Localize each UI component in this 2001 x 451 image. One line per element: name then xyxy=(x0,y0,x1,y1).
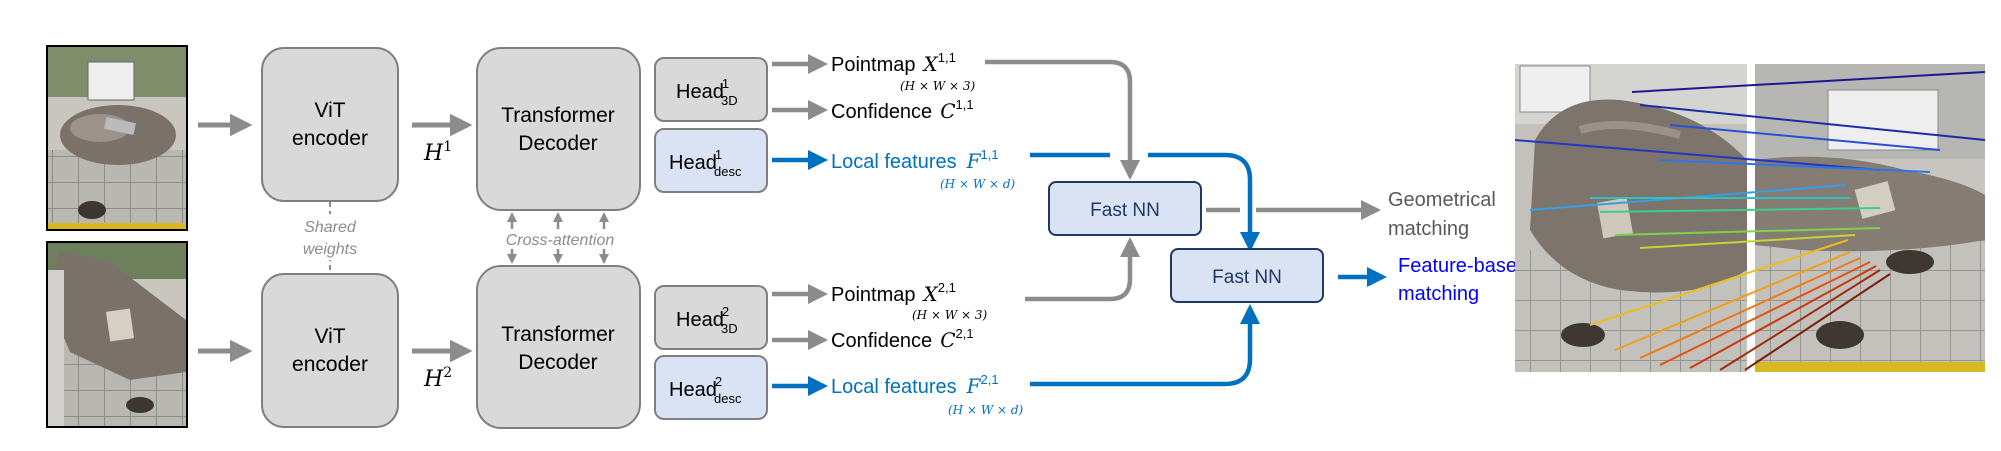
match-line xyxy=(1614,227,1881,236)
encoder-label-line2: encoder xyxy=(292,127,368,150)
match-line xyxy=(1614,251,1851,351)
fast-nn-box-2: Fast NN xyxy=(1170,248,1324,303)
shared-weights-label-line1: Shared xyxy=(304,219,357,236)
match-line xyxy=(1659,261,1871,366)
vit-encoder-top: ViT encoder xyxy=(261,47,399,202)
shared-weights-bg xyxy=(292,214,368,260)
svg-text:Transformer: Transformer xyxy=(501,104,615,127)
transformer-decoder-bottom: Transformer Decoder xyxy=(476,265,641,429)
matching-image-right xyxy=(1755,64,1985,372)
geometrical-matching-line2: matching xyxy=(1388,218,1469,240)
match-line xyxy=(1659,159,1931,173)
match-line xyxy=(1689,265,1877,369)
match-line xyxy=(1639,257,1861,359)
connector-local-top-nn2 xyxy=(1148,152,1261,253)
encoder-label-line1: ViT xyxy=(314,99,345,122)
svg-text:Fast NN: Fast NN xyxy=(1090,200,1160,221)
connector-pointmap-bottom-nn xyxy=(1025,236,1141,302)
pointmap-bottom-dims: (H × W × 3) xyxy=(912,308,987,322)
feature-matching-line1: Feature-based xyxy=(1398,255,1528,277)
fast-nn-box-1: Fast NN xyxy=(1048,181,1202,236)
match-line xyxy=(1631,71,1986,93)
local-features-bottom-dims: (H × W × d) xyxy=(948,403,1024,417)
match-lines xyxy=(1514,71,1986,371)
shared-weights-label-line2: weights xyxy=(303,241,357,258)
connector-local-bottom-nn2 xyxy=(1030,303,1261,387)
input-image-1 xyxy=(46,45,188,231)
svg-text:Decoder: Decoder xyxy=(518,132,597,155)
encoder-label-line1: ViT xyxy=(314,325,345,348)
cross-attention-label: Cross-attention xyxy=(506,232,615,249)
local-features-top-dims: (H × W × d) xyxy=(940,177,1016,191)
svg-text:Decoder: Decoder xyxy=(518,351,597,374)
svg-text:Fast NN: Fast NN xyxy=(1212,267,1282,288)
svg-text:Transformer: Transformer xyxy=(501,323,615,346)
match-line xyxy=(1639,234,1856,249)
match-line xyxy=(1639,104,1986,141)
match-line xyxy=(1599,207,1881,213)
connector-pointmap-top-nn xyxy=(985,59,1141,181)
matching-image-divider xyxy=(1747,64,1755,372)
match-line xyxy=(1744,273,1891,371)
match-line xyxy=(1719,269,1881,371)
geometrical-matching-line1: Geometrical xyxy=(1388,189,1496,211)
vit-encoder-bottom: ViT encoder xyxy=(261,273,399,428)
cross-attention-bg xyxy=(500,229,618,249)
match-line xyxy=(1514,139,1881,171)
transformer-decoder-top: Transformer Decoder xyxy=(476,47,641,211)
pointmap-top-dims: (H × W × 3) xyxy=(900,79,975,93)
match-line xyxy=(1589,239,1849,326)
encoder-label-line2: encoder xyxy=(292,353,368,376)
feature-matching-line2: matching xyxy=(1398,283,1479,305)
match-line xyxy=(1669,124,1941,151)
token-h1: H1 xyxy=(423,139,452,166)
input-image-2 xyxy=(46,241,188,428)
token-h2: H2 xyxy=(423,365,452,392)
